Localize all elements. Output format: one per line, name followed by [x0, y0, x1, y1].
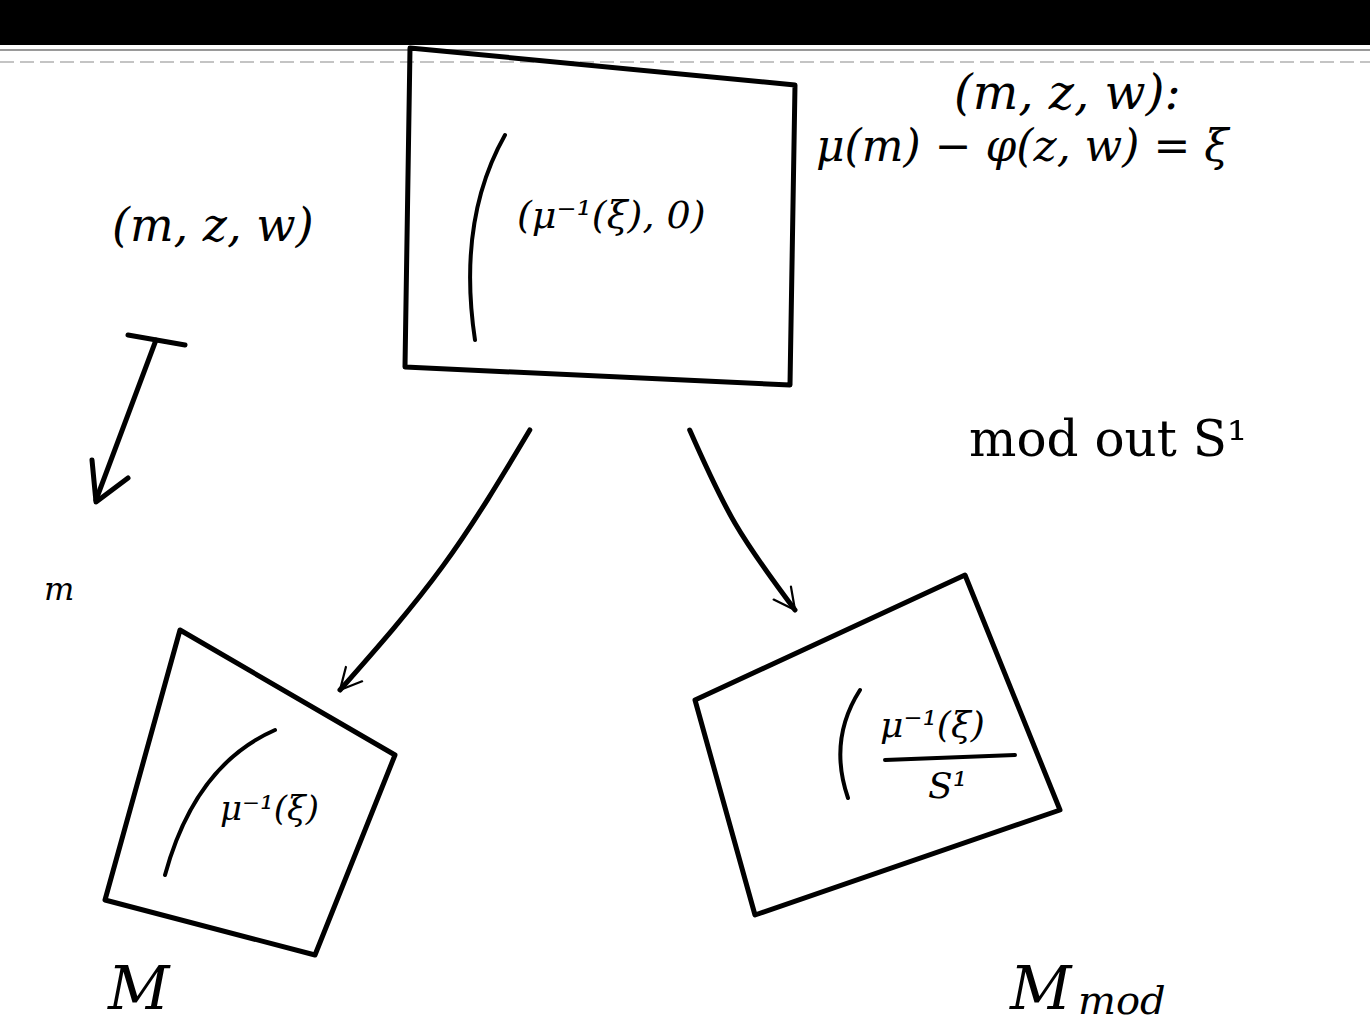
- map-arrow: [690, 430, 795, 610]
- box-border: [105, 630, 395, 955]
- tuple-label: (m, z, w): [108, 200, 318, 251]
- rule-line: [0, 61, 1370, 63]
- tuple-label: (m, z, w):: [950, 66, 1185, 119]
- arrow-head: [92, 460, 128, 502]
- arrow-label: mod out S¹: [965, 412, 1251, 467]
- submanifold-curve: [470, 135, 505, 340]
- equation: μ(m) − φ(z, w) = ξ: [812, 122, 1233, 170]
- submanifold-curve: [840, 690, 860, 798]
- region-box: (μ⁻¹(ξ), 0): [405, 45, 795, 385]
- map-arrow: [340, 430, 530, 690]
- fraction-denominator: S¹: [928, 766, 967, 806]
- point-label: m: [40, 572, 78, 607]
- space-name: M: [1010, 955, 1071, 1021]
- fraction-bar: [885, 755, 1015, 760]
- title-bar: [0, 0, 1370, 45]
- maps-to-arrow: [96, 340, 156, 500]
- box-border: [405, 48, 795, 385]
- space-subscript: mod: [1078, 978, 1166, 1022]
- rule-line: [0, 49, 1370, 51]
- fraction-numerator: μ⁻¹(ξ): [880, 705, 985, 745]
- node-label: (μ⁻¹(ξ), 0): [517, 195, 706, 237]
- node-label: μ⁻¹(ξ): [220, 790, 319, 827]
- space-name: M: [108, 955, 169, 1021]
- region-box: μ⁻¹(ξ) S¹ Mmod: [690, 570, 1210, 1026]
- box-border: [695, 575, 1060, 915]
- region-box: μ⁻¹(ξ) M: [100, 625, 400, 1025]
